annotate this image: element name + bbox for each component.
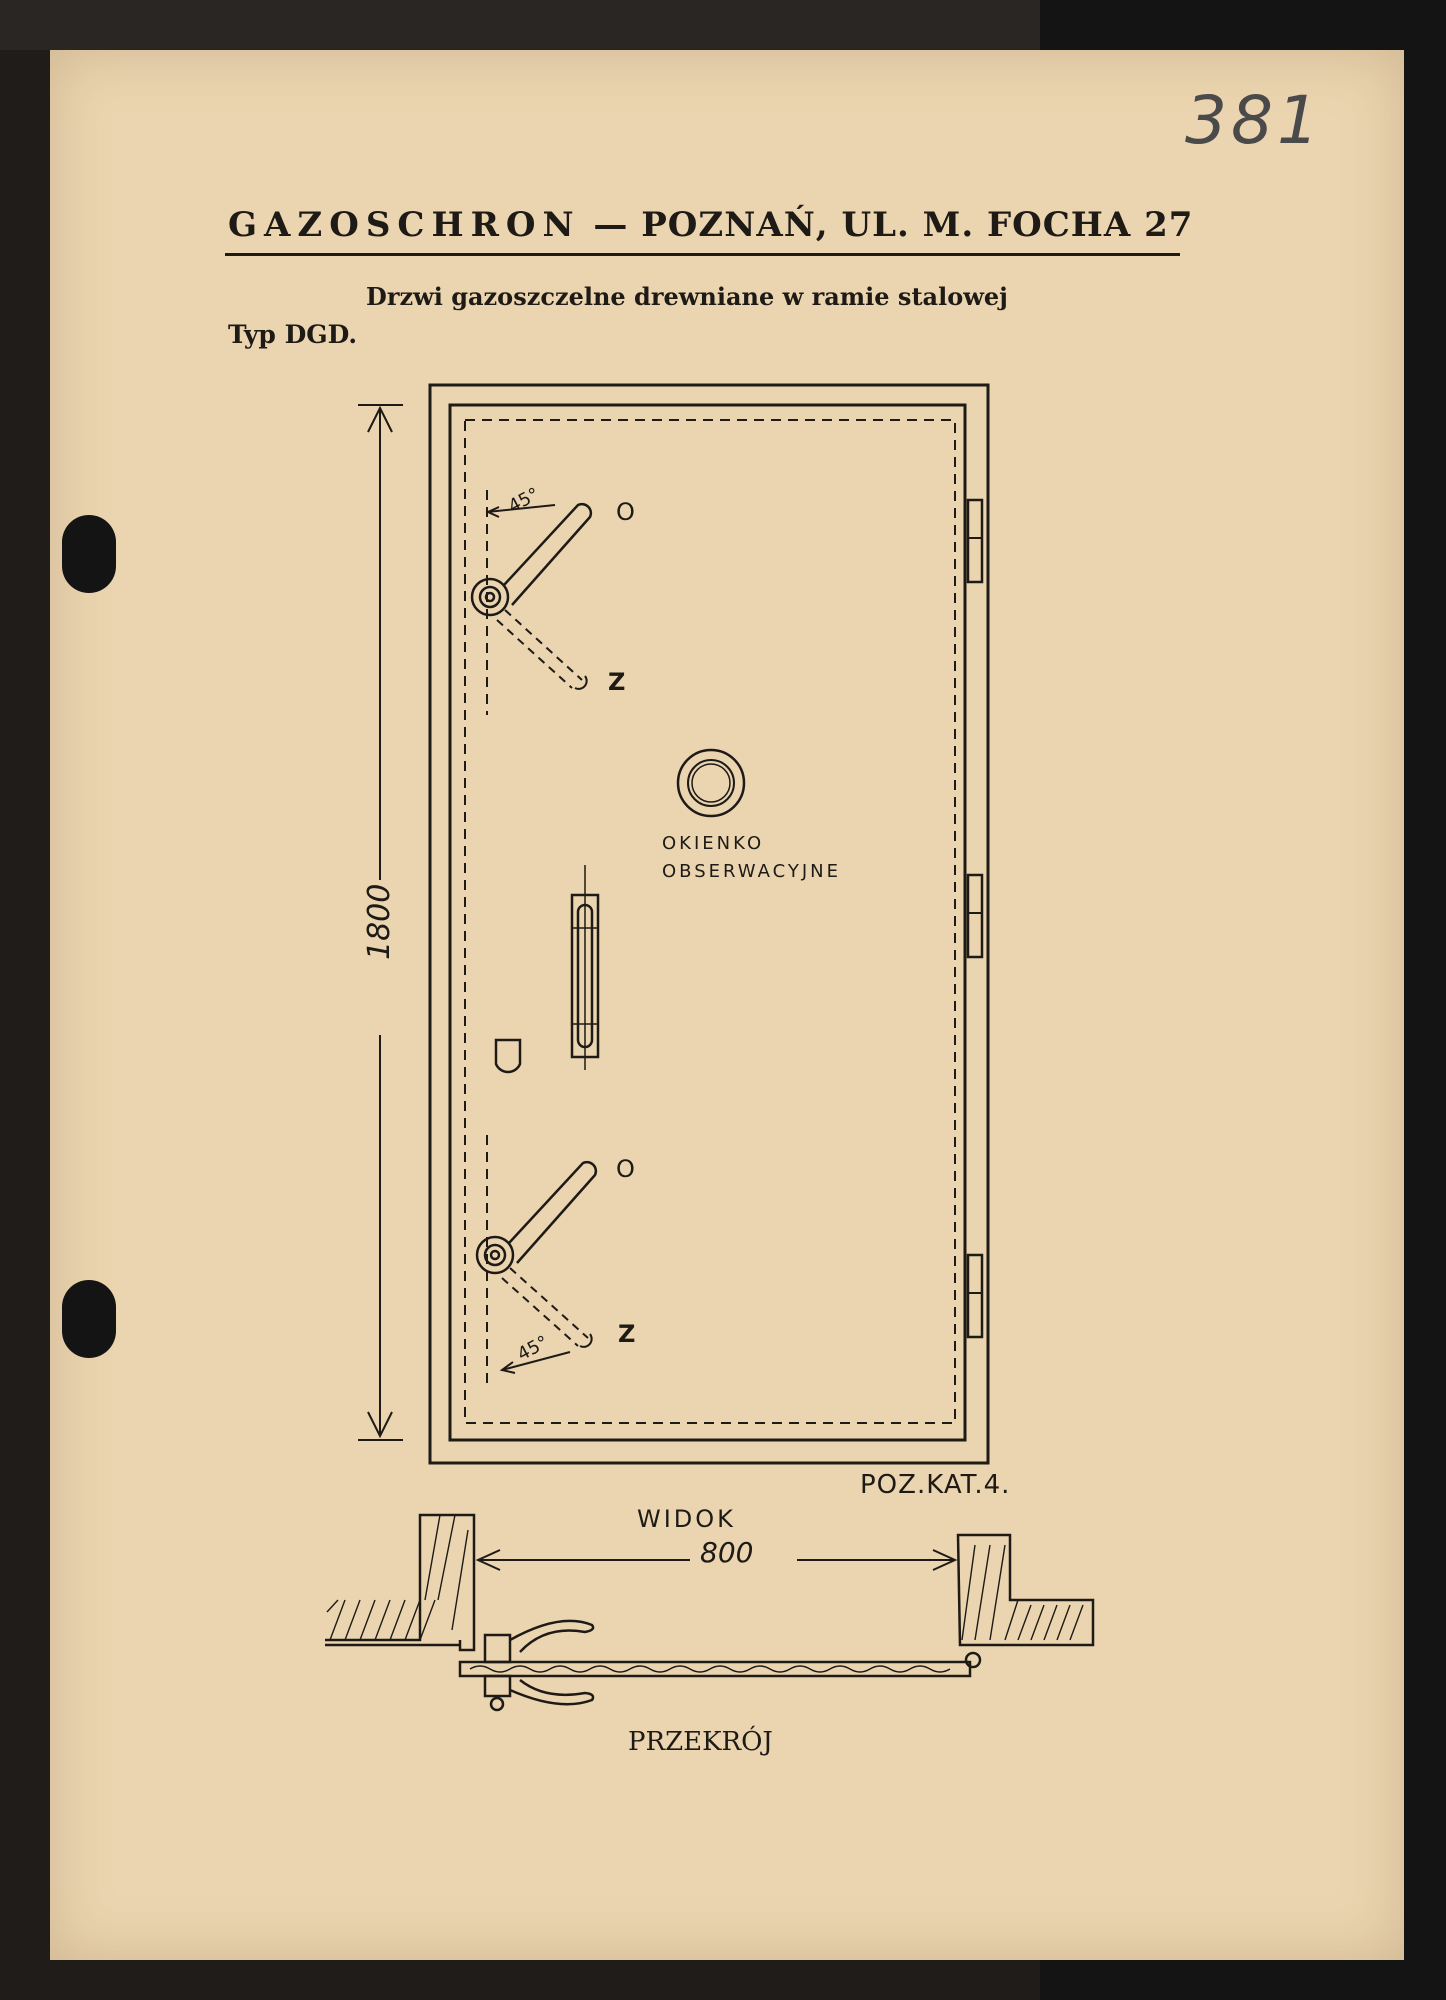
- type-label: Typ DGD.: [228, 320, 358, 349]
- lever-open-mark-lower: O: [616, 1155, 635, 1183]
- heading-separator: —: [593, 205, 629, 245]
- lever-closed-mark-lower: Z: [618, 1320, 636, 1348]
- observation-window-label-line1: OKIENKO: [662, 833, 765, 854]
- lever-lower: [475, 1135, 598, 1390]
- wall-hatching: [326, 1514, 1084, 1641]
- archive-number: 381: [1185, 82, 1323, 159]
- section-wall-left: [325, 1513, 476, 1652]
- lever-open-mark-upper: O: [616, 498, 635, 526]
- lever-closed-mark-upper: Z: [608, 668, 626, 696]
- punch-hole-lower: [62, 1280, 116, 1358]
- view-label: WIDOK: [637, 1505, 736, 1533]
- observation-window-label-line2: OBSERWACYJNE: [662, 861, 841, 882]
- document-subtitle: Drzwi gazoszczelne drewniane w ramie sta…: [366, 282, 1008, 311]
- document-sheet: [50, 50, 1404, 1960]
- door-frame-outer: [428, 383, 990, 1465]
- height-dimension-line: [358, 404, 403, 1441]
- door-seal-dashed: [464, 419, 956, 1424]
- section-wall-right: [956, 1533, 1095, 1647]
- hinge-bottom: [966, 1253, 984, 1339]
- catalog-position-label: POZ.KAT.4.: [860, 1470, 1011, 1500]
- observation-window: [676, 748, 746, 818]
- observation-window-label: OKIENKO OBSERWACYJNE: [662, 830, 841, 886]
- hinge-top: [966, 498, 984, 584]
- section-label: PRZEKRÓJ: [628, 1727, 773, 1757]
- door-handle: [570, 865, 600, 1070]
- scan-background-top: [0, 0, 1040, 50]
- height-dimension-label: 1800: [362, 883, 397, 960]
- section-door-leaf: [458, 1651, 982, 1678]
- letterhead: GAZOSCHRON — POZNAŃ, UL. M. FOCHA 27: [228, 205, 1192, 245]
- company-address: POZNAŃ, UL. M. FOCHA 27: [641, 205, 1194, 245]
- section-handle: [483, 1619, 595, 1712]
- width-dimension-label: 800: [700, 1536, 754, 1569]
- company-name: GAZOSCHRON: [228, 205, 581, 245]
- width-dimension-line: [475, 1549, 958, 1571]
- lever-upper: [470, 490, 593, 715]
- door-leaf: [448, 403, 967, 1442]
- hinge-middle: [966, 873, 984, 959]
- punch-hole-upper: [62, 515, 116, 593]
- lock-plate: [494, 1038, 522, 1074]
- heading-underline: [225, 253, 1180, 256]
